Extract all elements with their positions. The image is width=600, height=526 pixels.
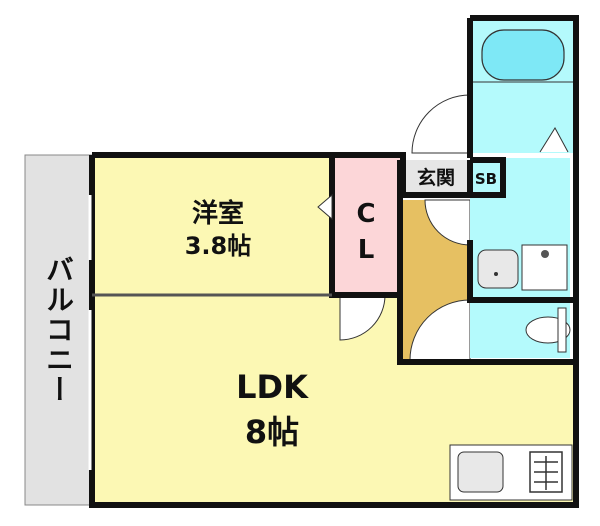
closet (332, 158, 400, 295)
western-room-size: 3.8帖 (185, 232, 252, 260)
western-room (92, 155, 332, 295)
door-swing (409, 299, 471, 361)
walls (89, 15, 579, 508)
wash-basin (477, 249, 519, 289)
shoe-box-label: SB (475, 170, 497, 188)
closet-label-2: L (358, 235, 375, 265)
entrance-label: 玄関 (417, 166, 455, 189)
entrance (403, 160, 470, 192)
closet-label-1: C (356, 199, 375, 229)
kitchen-sink (457, 451, 504, 493)
bath-vent-icon (539, 127, 569, 153)
closet-door-marker (317, 193, 333, 221)
bathtub (481, 29, 565, 81)
balcony (24, 154, 93, 506)
door-swing (339, 294, 386, 341)
balcony-label: バルコニー (42, 255, 75, 405)
door-swing (424, 199, 471, 246)
western-room-name: 洋室 (192, 198, 244, 229)
ldk-name: LDK (236, 368, 309, 406)
entrance-door-swing (411, 94, 471, 154)
ldk-size: 8帖 (245, 413, 299, 451)
